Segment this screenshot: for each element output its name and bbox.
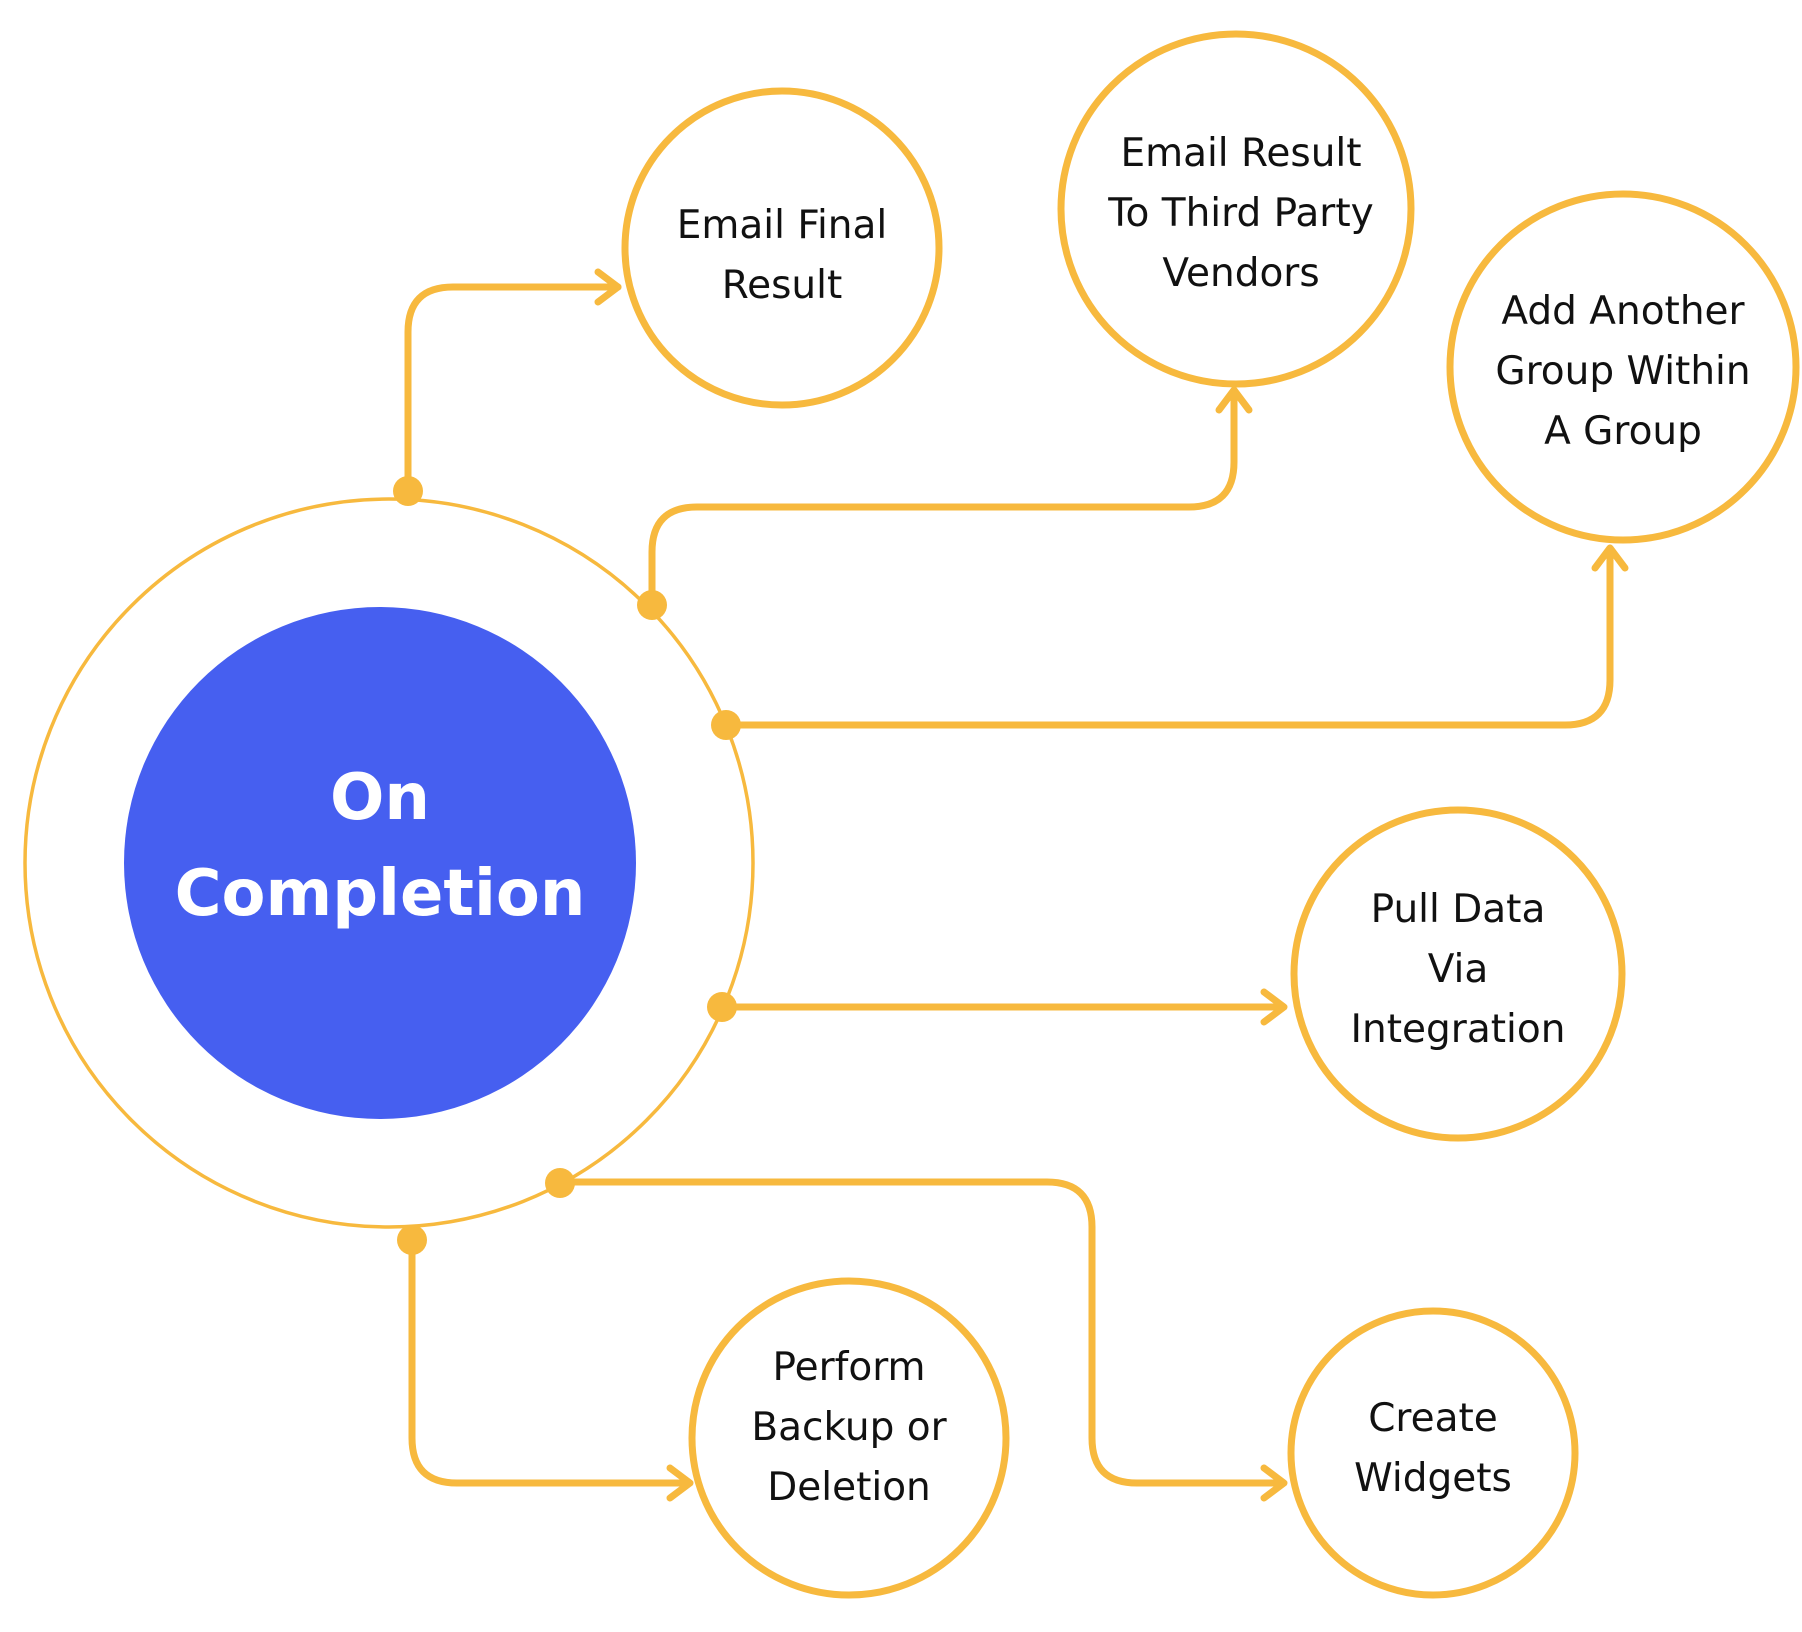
arrow-add-another-group	[1591, 544, 1629, 572]
label-line: Add Another	[1501, 289, 1745, 334]
arrow-pull-data	[1260, 988, 1288, 1026]
label-line: A Group	[1544, 409, 1702, 454]
connector-backup-deletion	[408, 1236, 692, 1487]
label-add-another-group: Add Another Group Within A Group	[1453, 282, 1793, 462]
connector-add-another-group	[722, 548, 1614, 729]
label-line: To Third Party	[1108, 191, 1374, 236]
anchor-dot	[393, 476, 423, 506]
hub-title-line: Completion	[174, 857, 586, 931]
label-line: Deletion	[767, 1465, 931, 1510]
connector-email-third-party	[648, 388, 1238, 609]
arrow-email-final-result	[594, 268, 622, 306]
anchor-dot	[637, 590, 667, 620]
label-line: Via	[1427, 947, 1489, 992]
label-line: Backup or	[751, 1405, 947, 1450]
label-line: Email Result	[1120, 131, 1362, 176]
label-line: Group Within	[1495, 349, 1751, 394]
hub-title: On Completion	[130, 750, 630, 942]
anchor-dot	[707, 992, 737, 1022]
node-email-final-result	[621, 87, 943, 409]
node-pull-data	[1290, 806, 1626, 1142]
hub-core-circle	[124, 607, 636, 1119]
label-line: Widgets	[1354, 1456, 1512, 1501]
label-create-widgets: Create Widgets	[1283, 1389, 1583, 1509]
label-backup-deletion: Perform Backup or Deletion	[684, 1338, 1014, 1518]
node-create-widgets	[1287, 1307, 1579, 1599]
arrow-email-third-party	[1215, 386, 1253, 414]
node-add-another-group	[1446, 190, 1800, 544]
label-pull-data: Pull Data Via Integration	[1293, 880, 1623, 1060]
label-email-third-party: Email Result To Third Party Vendors	[1071, 124, 1411, 304]
connector-email-final-result	[404, 283, 622, 494]
arrow-create-widgets	[1260, 1464, 1288, 1502]
label-line: Integration	[1350, 1007, 1566, 1052]
anchor-dot	[711, 710, 741, 740]
label-line: Result	[721, 263, 843, 308]
label-line: Perform	[772, 1345, 926, 1390]
label-email-final-result: Email Final Result	[632, 196, 932, 316]
label-line: Create	[1368, 1396, 1498, 1441]
arrow-backup-deletion	[666, 1464, 694, 1502]
label-line: Email Final	[676, 203, 888, 248]
connector-create-widgets	[556, 1178, 1286, 1487]
node-email-third-party	[1057, 30, 1415, 388]
anchor-dot	[397, 1225, 427, 1255]
hub-title-line: On	[330, 761, 430, 835]
label-line: Pull Data	[1370, 887, 1546, 932]
anchor-dot	[545, 1168, 575, 1198]
label-line: Vendors	[1162, 251, 1320, 296]
node-backup-deletion	[688, 1277, 1010, 1599]
